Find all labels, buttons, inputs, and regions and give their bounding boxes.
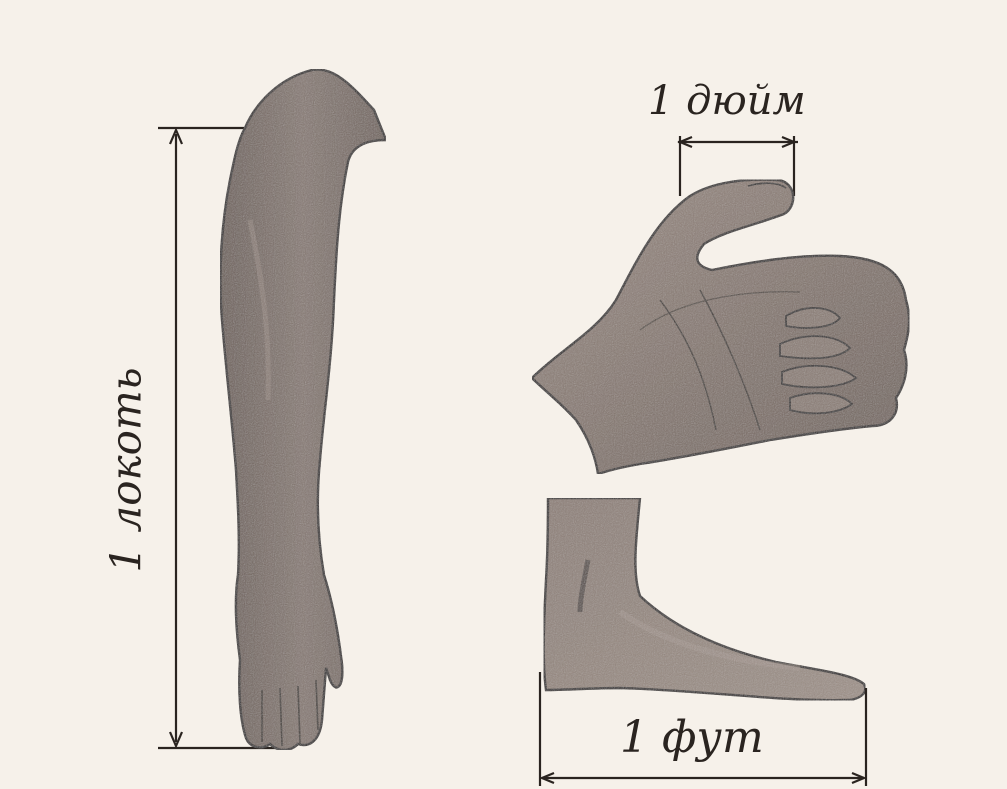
- foot-illustration: [544, 498, 866, 700]
- hand-illustration: [532, 180, 909, 474]
- cubit-label: 1 локоть: [102, 367, 151, 572]
- inch-label: 1 дюйм: [648, 78, 806, 124]
- arm-illustration: [220, 69, 386, 750]
- foot-label: 1 фут: [620, 712, 764, 763]
